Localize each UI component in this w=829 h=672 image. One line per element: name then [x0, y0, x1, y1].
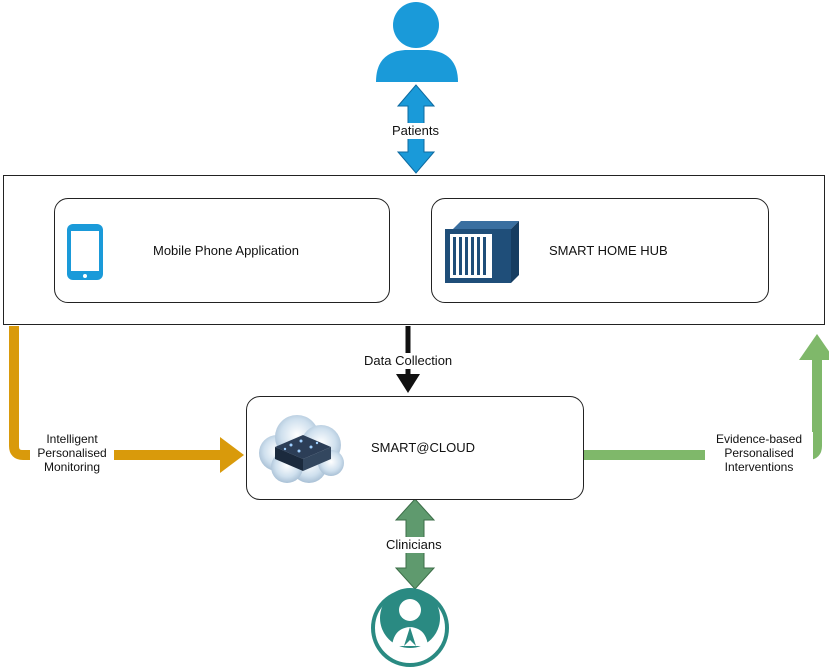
data-collection-label: Data Collection — [362, 353, 455, 369]
smartphone-icon — [67, 224, 103, 280]
monitoring-label-line-3: Monitoring — [43, 460, 101, 474]
mobile-app-node: Mobile Phone Application — [54, 198, 390, 303]
cloud-label: SMART@CLOUD — [371, 440, 475, 455]
mobile-app-label: Mobile Phone Application — [153, 243, 299, 258]
patients-label: Patients — [390, 123, 441, 139]
doctor-icon — [371, 588, 449, 667]
clinicians-label: Clinicians — [384, 537, 444, 553]
server-hub-icon — [445, 221, 519, 283]
monitoring-label-line-2: Personalised — [37, 446, 107, 460]
smart-home-hub-node: SMART HOME HUB — [431, 198, 769, 303]
interventions-label-line-3: Interventions — [724, 460, 794, 474]
cloud-icon — [259, 415, 344, 483]
smart-home-hub-label: SMART HOME HUB — [549, 243, 668, 258]
monitoring-label: Intelligent Personalised Monitoring — [30, 432, 114, 474]
interventions-label-line-1: Evidence-based — [715, 432, 803, 446]
monitoring-arrow — [9, 326, 244, 473]
cloud-node: SMART@CLOUD — [246, 396, 584, 500]
person-icon — [376, 2, 458, 82]
interventions-label: Evidence-based Personalised Intervention… — [705, 432, 813, 474]
monitoring-label-line-1: Intelligent — [46, 432, 98, 446]
interventions-label-line-2: Personalised — [724, 446, 794, 460]
